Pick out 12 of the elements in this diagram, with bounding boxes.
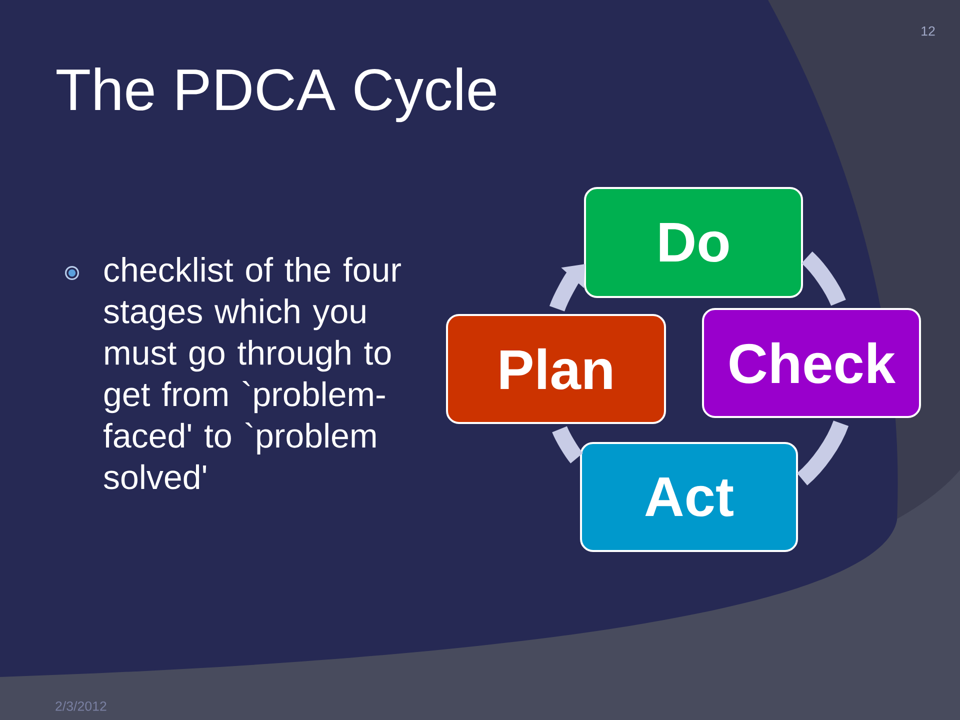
stage-box: Do xyxy=(584,187,803,298)
cycle-arc xyxy=(801,252,846,306)
stage-box: Check xyxy=(702,308,921,418)
bullet-text: checklist of the four stages which you must go through to get from `problem- faced' to `problem solved' xyxy=(104,257,401,490)
cycle-arc xyxy=(552,426,584,464)
slide-number: 12 xyxy=(922,26,935,36)
slide-title: The PDCA Cycle xyxy=(56,67,496,122)
cycle-arc xyxy=(796,420,848,486)
stage-box: Plan xyxy=(446,314,666,424)
stage-box: Act xyxy=(580,442,798,552)
cycle-arrow xyxy=(550,264,585,312)
slide-date: 2/3/2012 xyxy=(56,701,106,711)
